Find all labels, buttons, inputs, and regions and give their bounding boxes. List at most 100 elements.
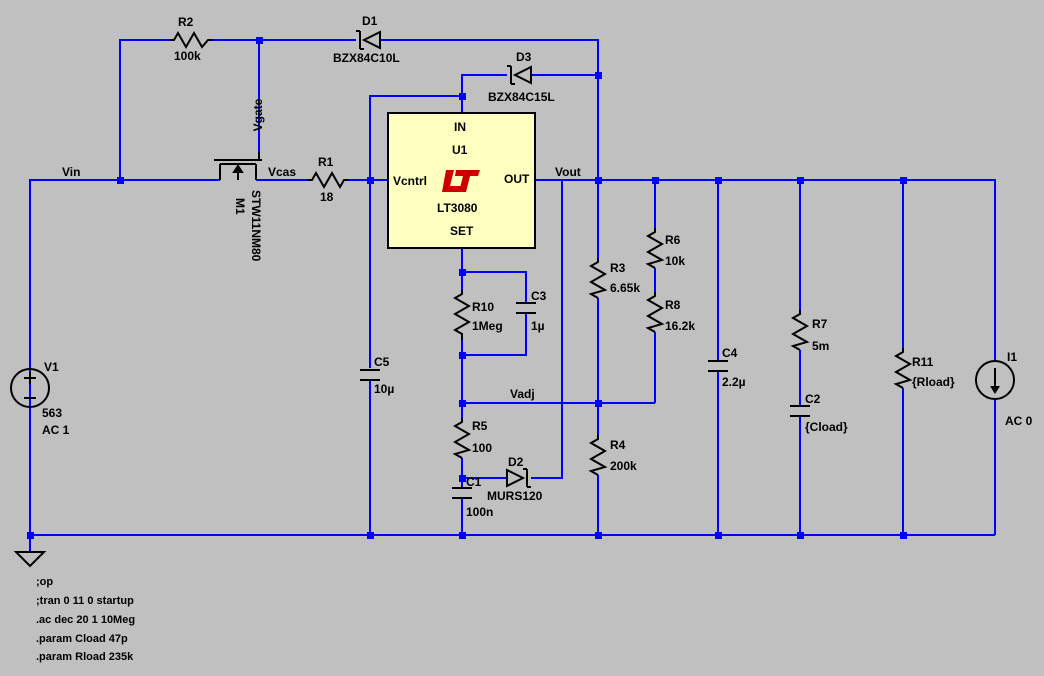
d1-value: BZX84C10L	[333, 51, 400, 65]
voltage-source-v1[interactable]: V1 563 AC 1	[10, 360, 70, 437]
wire-c3-top	[462, 271, 527, 303]
mosfet-m1[interactable]: M1 STW11NM80	[214, 152, 263, 262]
directive-line[interactable]: .param Cload 47p	[36, 633, 128, 645]
u1-pin-vcntrl: Vcntrl	[393, 174, 427, 188]
junction-dot	[595, 177, 602, 184]
resistor-r11[interactable]: R11 {Rload}	[893, 348, 955, 389]
r11-value: {Rload}	[912, 375, 955, 389]
r6-value: 10k	[665, 254, 685, 268]
directive-line[interactable]: ;op	[36, 576, 53, 588]
resistor-r7[interactable]: R7 5m	[790, 310, 829, 353]
junction-dot	[797, 177, 804, 184]
r8-value: 16.2k	[665, 319, 695, 333]
capacitor-c1[interactable]: C1 100n	[452, 475, 493, 519]
r3-ref: R3	[610, 261, 626, 275]
c4-value: 2.2µ	[722, 375, 746, 389]
junction-dot	[459, 400, 466, 407]
junction-dot	[459, 269, 466, 276]
junction-dot	[900, 177, 907, 184]
r10-value: 1Meg	[472, 319, 503, 333]
junction-dot	[652, 177, 659, 184]
diode-d2[interactable]: D2 MURS120	[487, 455, 543, 503]
wire-vin	[29, 179, 220, 535]
directive-line[interactable]: ;tran 0 11 0 startup	[36, 595, 134, 607]
d1-ref: D1	[362, 14, 378, 28]
resistor-r6[interactable]: R6 10k	[645, 228, 685, 269]
r6-ref: R6	[665, 233, 681, 247]
wire-vout	[535, 179, 996, 360]
current-source-i1[interactable]: I1 AC 0	[975, 350, 1033, 428]
junction-dot	[715, 532, 722, 539]
d2-ref: D2	[508, 455, 524, 469]
junction-dot	[595, 400, 602, 407]
r4-value: 200k	[610, 459, 637, 473]
c4-ref: C4	[722, 346, 738, 360]
c5-ref: C5	[374, 355, 390, 369]
junction-dot	[595, 532, 602, 539]
junction-dot	[715, 177, 722, 184]
junctions	[27, 37, 907, 539]
diode-d1[interactable]: D1 BZX84C10L	[333, 14, 400, 65]
resistor-r2[interactable]: R2 100k	[170, 15, 212, 63]
i1-ref: I1	[1007, 350, 1017, 364]
r11-ref: R11	[912, 355, 934, 369]
u1-pin-set: SET	[450, 224, 474, 238]
m1-ref: M1	[233, 198, 247, 215]
directive-line[interactable]: .param Rload 235k	[36, 651, 134, 663]
c1-value: 100n	[466, 505, 493, 519]
r3-value: 6.65k	[610, 281, 640, 295]
d3-value: BZX84C15L	[488, 90, 555, 104]
junction-dot	[256, 37, 263, 44]
c1-ref: C1	[466, 475, 482, 489]
junction-dot	[900, 532, 907, 539]
m1-value: STW11NM80	[249, 190, 263, 262]
resistor-r8[interactable]: R8 16.2k	[645, 292, 695, 333]
resistor-r5[interactable]: R5 100	[452, 418, 492, 459]
c3-value: 1µ	[531, 319, 545, 333]
r4-ref: R4	[610, 438, 626, 452]
capacitor-c5[interactable]: C5 10µ	[360, 355, 394, 396]
resistor-r4[interactable]: R4 200k	[588, 435, 637, 476]
ground-symbol[interactable]	[13, 551, 47, 568]
lt-logo-icon	[442, 170, 480, 192]
net-label-vout: Vout	[555, 165, 581, 179]
r7-ref: R7	[812, 317, 828, 331]
wire-vout-d2	[531, 180, 563, 479]
u1-pin-out: OUT	[504, 172, 530, 186]
r1-ref: R1	[318, 155, 334, 169]
wire-d3-anode	[461, 74, 507, 96]
junction-dot	[459, 475, 466, 482]
arrow-down-icon	[990, 386, 1000, 394]
junction-dot	[595, 72, 602, 79]
wire-r2-left	[119, 39, 170, 180]
net-label-vcas: Vcas	[268, 165, 296, 179]
junction-dot	[27, 532, 34, 539]
r2-ref: R2	[178, 15, 194, 29]
resistor-r3[interactable]: R3 6.65k	[588, 258, 640, 299]
c2-value: {Cload}	[805, 420, 848, 434]
diode-d3[interactable]: D3 BZX84C15L	[488, 50, 555, 104]
net-label-vadj: Vadj	[510, 387, 535, 401]
capacitor-c4[interactable]: C4 2.2µ	[708, 346, 746, 389]
junction-dot	[459, 352, 466, 359]
junction-dot	[459, 532, 466, 539]
r5-value: 100	[472, 441, 492, 455]
ic-u1[interactable]: IN U1 Vcntrl OUT LT3080 SET	[387, 112, 536, 249]
u1-ref: U1	[452, 143, 468, 157]
resistor-r1[interactable]: R1 18	[308, 155, 348, 204]
net-label-vin: Vin	[62, 165, 80, 179]
resistor-r10[interactable]: R10 1Meg	[452, 290, 503, 340]
u1-value: LT3080	[437, 201, 478, 215]
wire-d1-r3	[380, 39, 599, 258]
capacitor-c2[interactable]: C2 {Cload}	[790, 392, 848, 434]
i1-value: AC 0	[1005, 414, 1033, 428]
junction-dot	[117, 177, 124, 184]
r5-ref: R5	[472, 419, 488, 433]
wires	[29, 39, 996, 552]
spice-directives[interactable]: ;op ;tran 0 11 0 startup .ac dec 20 1 10…	[36, 576, 135, 663]
capacitor-c3[interactable]: C3 1µ	[516, 289, 547, 333]
directive-line[interactable]: .ac dec 20 1 10Meg	[36, 614, 135, 626]
v1-ac: AC 1	[42, 423, 70, 437]
net-labels: Vin Vgate Vcas Vout Vadj	[62, 98, 581, 401]
